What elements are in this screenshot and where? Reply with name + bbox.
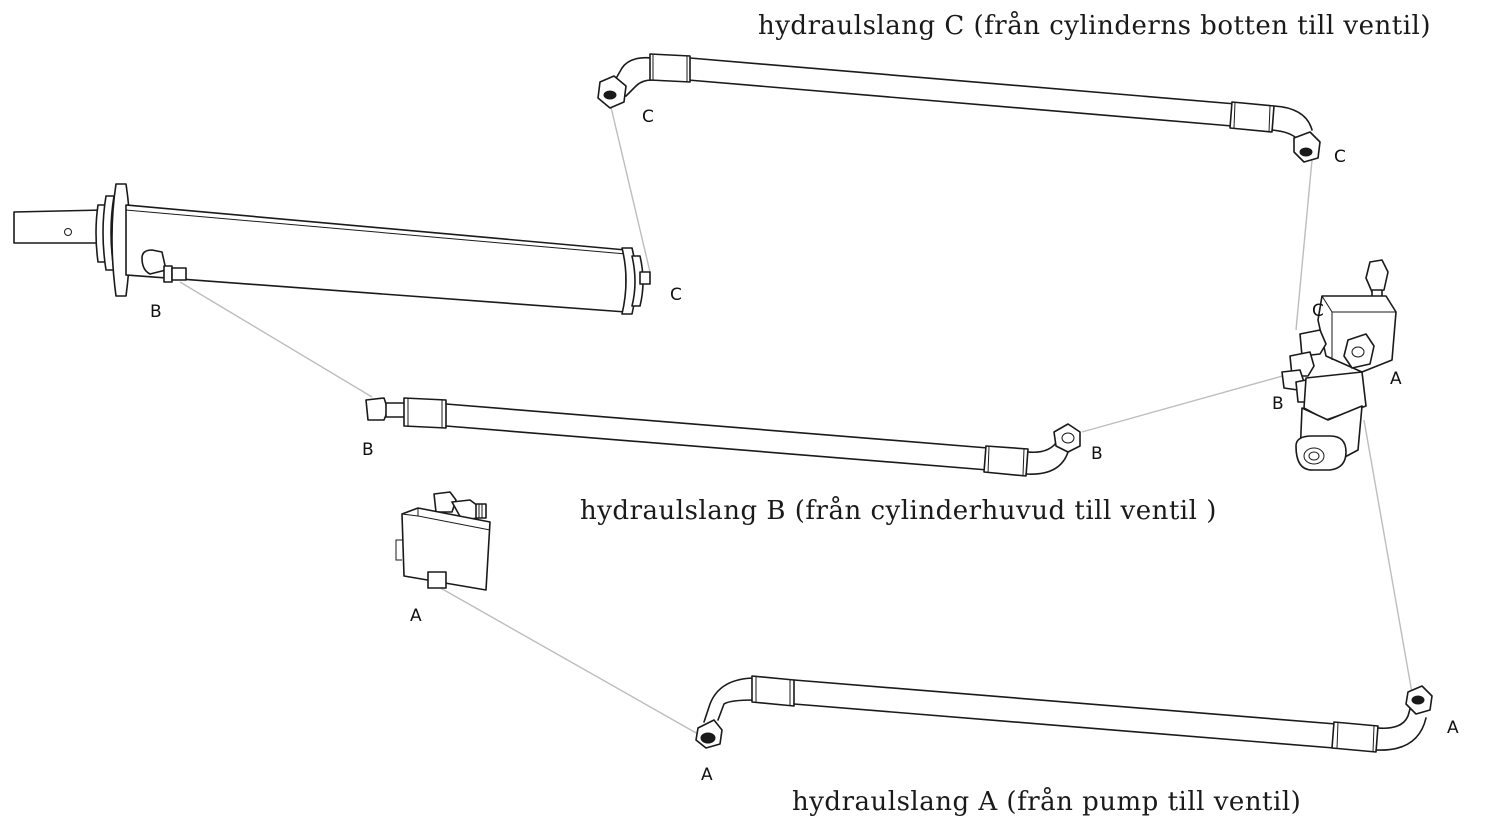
- label-a-pump: A: [410, 606, 422, 626]
- label-c-cylinder: C: [670, 285, 682, 305]
- connector-c-valve: [1295, 159, 1313, 331]
- hose-b: [365, 397, 1081, 477]
- label-a-hose-right: A: [1447, 718, 1459, 738]
- connector-b-valve: [1081, 374, 1287, 433]
- connector-lines: [179, 102, 1413, 739]
- control-valve: [1281, 259, 1397, 471]
- connector-a-pump: [436, 585, 706, 739]
- hose-a: [695, 675, 1433, 753]
- label-a-valve: A: [1390, 369, 1402, 389]
- label-a-hose-left: A: [701, 765, 713, 785]
- connector-b-cylinder: [179, 281, 373, 398]
- connector-a-valve: [1363, 419, 1413, 694]
- port-labels: C C C C B B B B A A A A: [150, 107, 1459, 785]
- label-b-valve: B: [1272, 394, 1284, 414]
- label-b-cylinder: B: [150, 302, 162, 322]
- pump-block: [395, 491, 491, 591]
- caption-hose-a: hydraulslang A (från pump till ventil): [792, 786, 1301, 817]
- caption-hose-b: hydraulslang B (från cylinderhuvud till …: [580, 495, 1217, 526]
- label-c-hose-right: C: [1334, 147, 1346, 167]
- hose-c: [597, 53, 1321, 163]
- label-b-hose-left: B: [362, 440, 374, 460]
- label-c-hose-left: C: [642, 107, 654, 127]
- hydraulic-cylinder: [13, 183, 651, 315]
- caption-hose-c: hydraulslang C (från cylinderns botten t…: [758, 10, 1431, 41]
- connector-c-cylinder: [609, 102, 651, 273]
- label-c-valve: C: [1312, 301, 1324, 321]
- label-b-hose-right: B: [1091, 444, 1103, 464]
